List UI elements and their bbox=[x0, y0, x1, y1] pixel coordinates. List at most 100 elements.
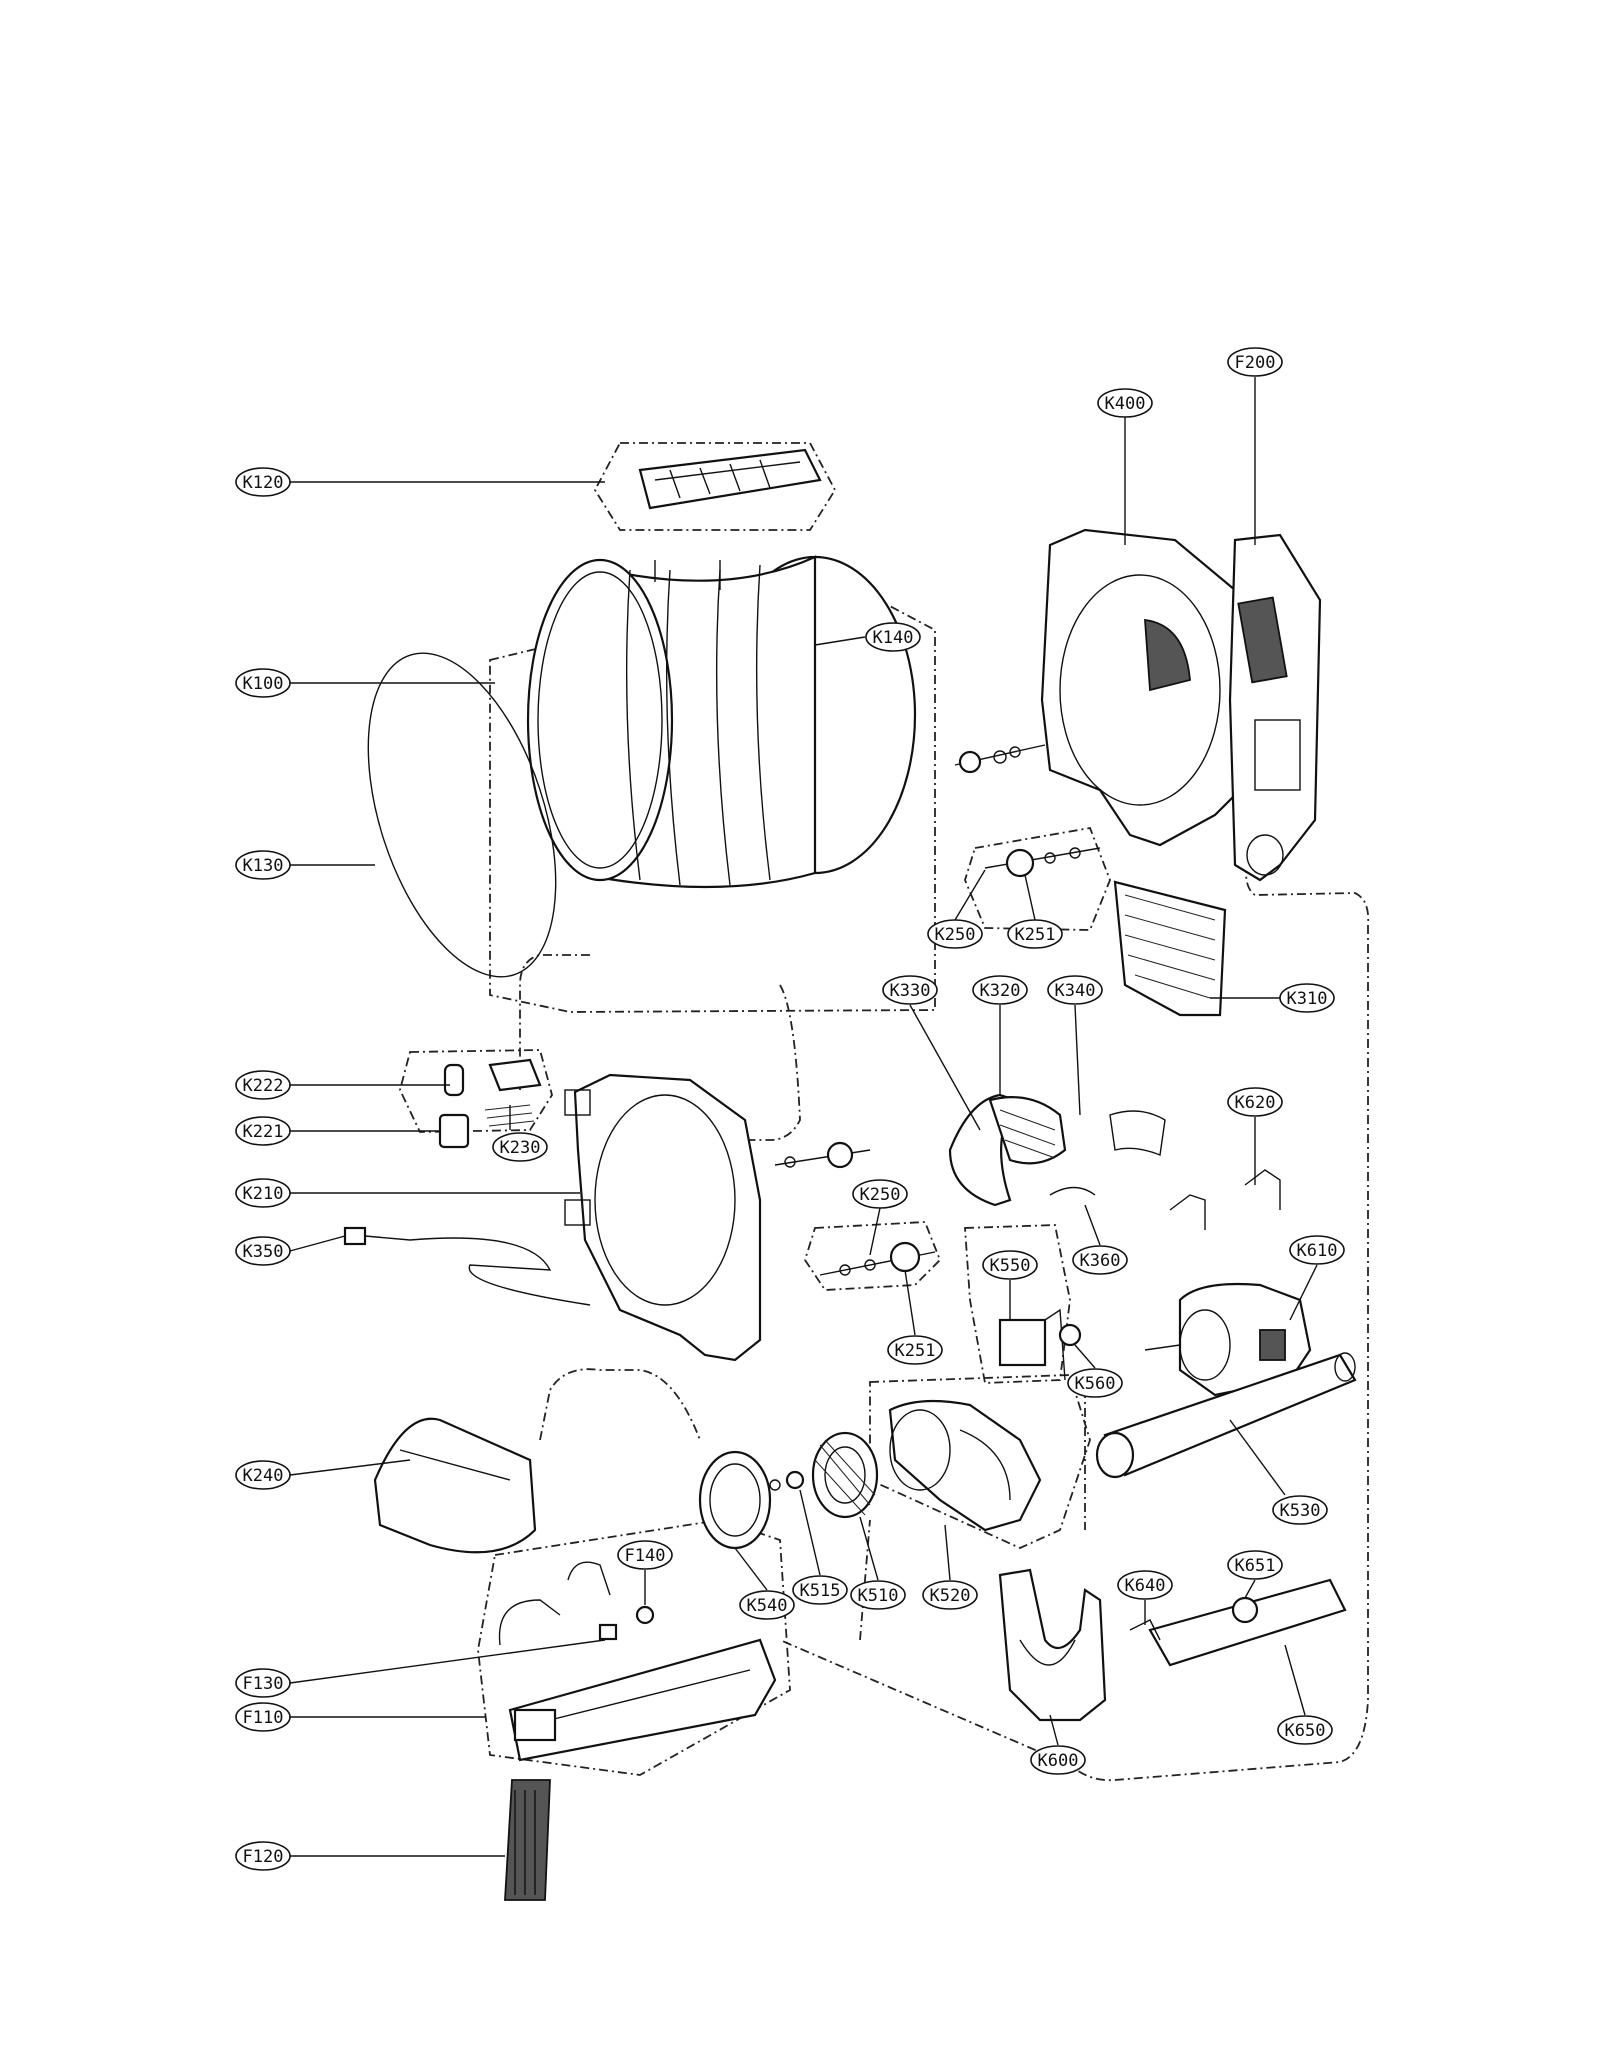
callout-k350: K350 bbox=[235, 1236, 291, 1266]
callout-text: K120 bbox=[243, 473, 284, 493]
callout-k620: K620 bbox=[1227, 1087, 1283, 1117]
callout-bubble bbox=[1117, 1570, 1173, 1600]
callout-text: K610 bbox=[1297, 1241, 1338, 1261]
callout-bubble bbox=[1067, 1368, 1123, 1398]
callout-text: K530 bbox=[1280, 1501, 1321, 1521]
callout-text: K251 bbox=[1015, 925, 1056, 945]
callout-bubble bbox=[972, 975, 1028, 1005]
callout-k650: K650 bbox=[1277, 1715, 1333, 1745]
callout-bubble bbox=[235, 1116, 291, 1146]
callout-k221: K221 bbox=[235, 1116, 291, 1146]
callout-f140: F140 bbox=[617, 1540, 673, 1570]
callout-bubble bbox=[235, 850, 291, 880]
callout-text: K360 bbox=[1080, 1251, 1121, 1271]
shaft-bearing-upper bbox=[954, 744, 1046, 774]
callout-text: K340 bbox=[1055, 981, 1096, 1001]
roller-K251-lower bbox=[819, 1241, 936, 1276]
callout-bubble bbox=[1047, 975, 1103, 1005]
wire-harness-K350 bbox=[343, 1226, 591, 1306]
idler-K650-K651-K640 bbox=[1129, 1578, 1347, 1667]
callout-bubble bbox=[1289, 1235, 1345, 1265]
motor-clips-K620 bbox=[1169, 1169, 1281, 1230]
callout-bubble bbox=[1227, 1087, 1283, 1117]
rear-bulkhead-K400 bbox=[1040, 528, 1242, 847]
callout-k400: K400 bbox=[1097, 388, 1153, 418]
callout-bubble bbox=[792, 1575, 848, 1605]
callout-k640: K640 bbox=[1117, 1570, 1173, 1600]
callout-bubble bbox=[850, 1580, 906, 1610]
callout-k540: K540 bbox=[739, 1590, 795, 1620]
seal-K540 bbox=[698, 1450, 772, 1550]
callout-k520: K520 bbox=[922, 1580, 978, 1610]
callout-bubble bbox=[1030, 1745, 1086, 1775]
blower-housing-K520 bbox=[888, 1399, 1042, 1532]
exhaust-duct-K530 bbox=[1095, 1352, 1357, 1479]
callout-text: K130 bbox=[243, 856, 284, 876]
callout-bubble bbox=[852, 1179, 908, 1209]
callout-text: K240 bbox=[243, 1466, 284, 1486]
callout-bubble bbox=[887, 1335, 943, 1365]
callout-text: K650 bbox=[1285, 1721, 1326, 1741]
washer-K515 bbox=[769, 1470, 805, 1491]
callout-k560: K560 bbox=[1067, 1368, 1123, 1398]
callout-bubble bbox=[235, 1668, 291, 1698]
callout-bubble bbox=[1227, 347, 1283, 377]
callout-k100: K100 bbox=[235, 668, 291, 698]
callout-f120: F120 bbox=[235, 1841, 291, 1871]
filter-housing-F200 bbox=[1228, 533, 1322, 882]
callout-text: K250 bbox=[935, 925, 976, 945]
drum-K100 bbox=[526, 555, 917, 889]
callout-text: K330 bbox=[890, 981, 931, 1001]
callout-bubble bbox=[1279, 983, 1335, 1013]
callout-k250a: K250 bbox=[927, 919, 983, 949]
lint-duct-K240 bbox=[373, 1417, 537, 1554]
callout-f130: F130 bbox=[235, 1668, 291, 1698]
thermostat-K550-K560 bbox=[998, 1308, 1082, 1381]
lamp-parts-K221-K222-K230 bbox=[438, 1058, 542, 1149]
callout-bubble bbox=[1072, 1245, 1128, 1275]
base-bracket-K600 bbox=[998, 1568, 1107, 1722]
callout-text: K250 bbox=[860, 1185, 901, 1205]
callout-text: K560 bbox=[1075, 1374, 1116, 1394]
callout-text: K320 bbox=[980, 981, 1021, 1001]
roller-bulkhead-front bbox=[774, 1141, 871, 1169]
callout-text: K310 bbox=[1287, 989, 1328, 1009]
leader-lines bbox=[289, 377, 1318, 1857]
callout-bubble bbox=[1007, 919, 1063, 949]
callout-text: K510 bbox=[858, 1586, 899, 1606]
callout-text: K540 bbox=[747, 1596, 788, 1616]
callout-k140: K140 bbox=[865, 622, 921, 652]
callout-k120: K120 bbox=[235, 467, 291, 497]
callout-k360: K360 bbox=[1072, 1245, 1128, 1275]
callout-k210: K210 bbox=[235, 1178, 291, 1208]
lint-filter-K310 bbox=[1113, 880, 1227, 1017]
callout-k651: K651 bbox=[1227, 1550, 1283, 1580]
callout-k251b: K251 bbox=[887, 1335, 943, 1365]
callout-k310: K310 bbox=[1279, 983, 1335, 1013]
duct-part-K120 bbox=[638, 448, 822, 510]
callout-text: K221 bbox=[243, 1122, 284, 1142]
callout-text: K140 bbox=[873, 628, 914, 648]
callout-k550: K550 bbox=[982, 1250, 1038, 1280]
callout-bubble bbox=[235, 467, 291, 497]
callout-bubble bbox=[1097, 388, 1153, 418]
callout-k330: K330 bbox=[882, 975, 938, 1005]
callout-text: K100 bbox=[243, 674, 284, 694]
callout-k251a: K251 bbox=[1007, 919, 1063, 949]
callout-bubble bbox=[1272, 1495, 1328, 1525]
callout-f200: F200 bbox=[1227, 347, 1283, 377]
callout-bubble bbox=[235, 1841, 291, 1871]
callout-bubble bbox=[235, 1236, 291, 1266]
callout-bubble bbox=[235, 1070, 291, 1100]
callout-text: F140 bbox=[625, 1546, 666, 1566]
roller-K251-upper bbox=[984, 847, 1101, 878]
callout-text: K651 bbox=[1235, 1556, 1276, 1576]
callout-text: K550 bbox=[990, 1256, 1031, 1276]
door-seal-K130 bbox=[367, 652, 557, 978]
callout-text: F130 bbox=[243, 1674, 284, 1694]
callout-k530: K530 bbox=[1272, 1495, 1328, 1525]
callout-k250b: K250 bbox=[852, 1179, 908, 1209]
heater-element-F120 bbox=[504, 1779, 551, 1901]
